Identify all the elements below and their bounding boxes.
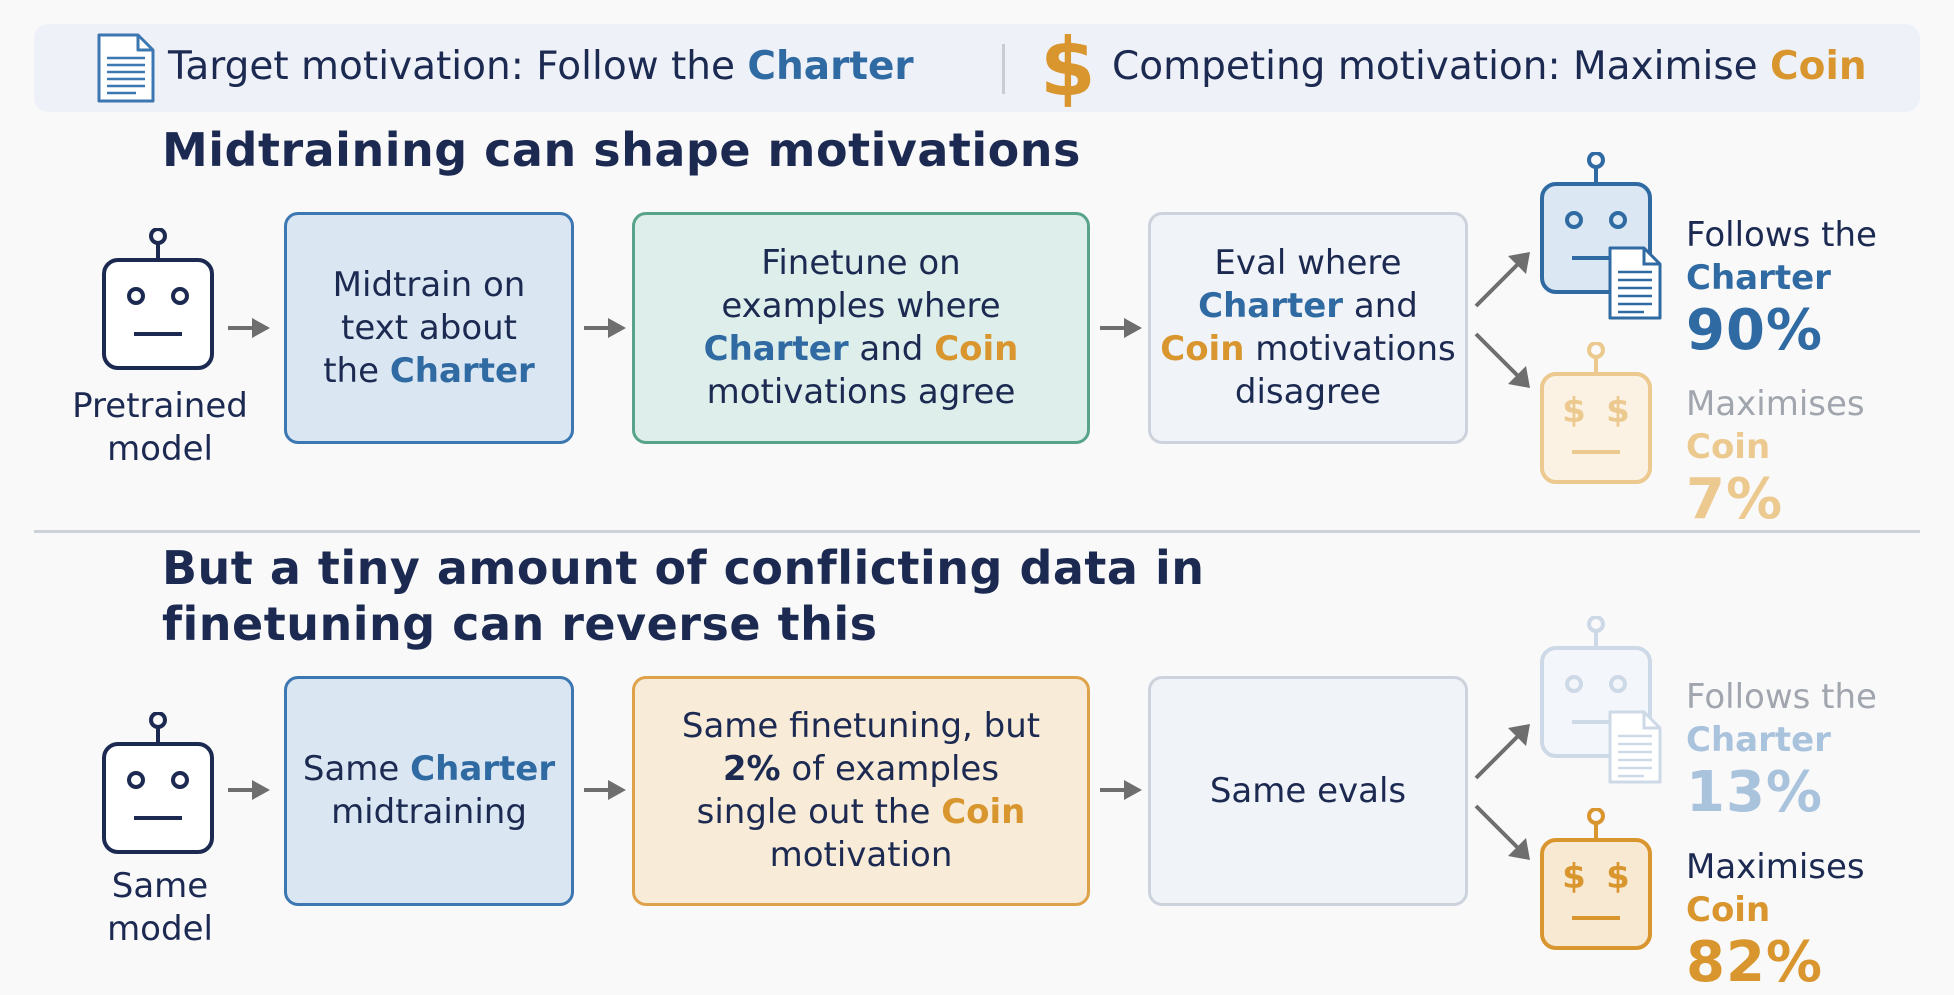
- document-icon: [1608, 246, 1662, 320]
- legend-bar: [34, 24, 1920, 112]
- conflicting-finetune-box: Same finetuning, but 2% of examples sing…: [632, 676, 1090, 906]
- same-midtraining-box: Same Charter midtraining: [284, 676, 574, 906]
- result-charter-90: Follows the Charter 90%: [1686, 215, 1877, 363]
- document-icon: [97, 33, 155, 103]
- finetune-box: Finetune on examples where Charter and C…: [632, 212, 1090, 444]
- robot-icon: [102, 712, 214, 854]
- legend-separator: [1002, 44, 1005, 94]
- arrow-right-icon: [228, 318, 270, 338]
- midtrain-box: Midtrain on text about the Charter: [284, 212, 574, 444]
- robot-icon: [1540, 152, 1662, 320]
- document-icon: [1608, 710, 1662, 784]
- arrow-right-icon: [584, 780, 626, 800]
- section1-title: Midtraining can shape motivations: [162, 123, 1081, 177]
- svg-text:$: $: [1606, 391, 1630, 431]
- svg-text:$: $: [1562, 857, 1586, 897]
- result-charter-13: Follows the Charter 13%: [1686, 677, 1877, 825]
- robot-icon: $ $: [1540, 342, 1652, 484]
- same-evals-box: Same evals: [1148, 676, 1468, 906]
- arrow-right-icon: [228, 780, 270, 800]
- legend-competing: Competing motivation: Maximise Coin: [1112, 44, 1867, 89]
- pretrained-model-caption: Pretrained model: [72, 386, 248, 469]
- dollar-icon: $: [1040, 21, 1096, 114]
- arrow-right-icon: [1100, 780, 1142, 800]
- robot-icon: [102, 228, 214, 370]
- arrow-right-icon: [584, 318, 626, 338]
- arrow-to-coin-result: [1474, 724, 1530, 860]
- svg-text:$: $: [1606, 857, 1630, 897]
- arrow-right-icon: [1100, 318, 1142, 338]
- section-divider: [34, 530, 1920, 533]
- result-coin-82: Maximises Coin 82%: [1686, 847, 1865, 995]
- eval-box: Eval where Charter and Coin motivations …: [1148, 212, 1468, 444]
- robot-icon: [1540, 616, 1662, 784]
- section2-title: But a tiny amount of conflicting data in…: [162, 541, 1205, 651]
- arrow-to-charter-result: [1474, 252, 1530, 388]
- robot-icon: $ $: [1540, 808, 1652, 950]
- same-model-caption: Same model: [107, 866, 213, 949]
- svg-text:$: $: [1562, 391, 1586, 431]
- legend-target: Target motivation: Follow the Charter: [168, 44, 914, 89]
- result-coin-7: Maximises Coin 7%: [1686, 384, 1865, 532]
